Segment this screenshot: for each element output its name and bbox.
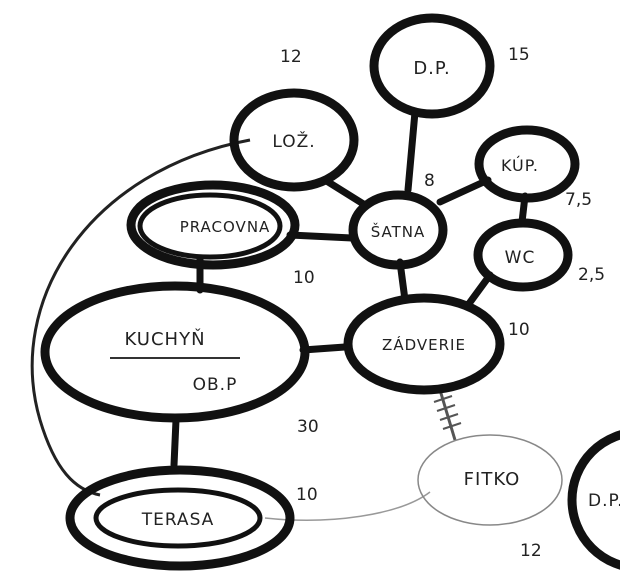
edge-kup-satna (436, 176, 492, 206)
edge-pracovna-satna (286, 231, 356, 242)
room-dp-label: D.P. (413, 58, 450, 79)
room-fitko-label: FITKO (464, 469, 521, 490)
room-zadverie: ZÁDVERIE 10 (343, 293, 530, 395)
edge-wc-zadverie (464, 271, 494, 309)
room-lozn-label: LOŽ. (272, 130, 315, 152)
bottom-right-number: 12 (520, 541, 542, 561)
room-lozn-area: 12 (280, 47, 302, 67)
room-kup-label: KÚP. (501, 156, 539, 175)
room-kuchyn-sublabel: OB.P (193, 375, 238, 395)
edge-kuchyn-terasa (170, 416, 180, 469)
room-satna: ŠATNA 8 (348, 171, 448, 270)
room-wc: WC 2,5 (473, 218, 605, 292)
room-dp-area: 15 (508, 45, 530, 65)
room-satna-label: ŠATNA (371, 222, 426, 241)
room-wc-label: WC (505, 248, 536, 268)
room-dp: D.P. 15 (369, 13, 530, 119)
room-kuchyn: KUCHYŇ OB.P 30 (40, 281, 319, 437)
room-lozn: LOŽ. 12 (229, 47, 359, 192)
edge-lozn-terasa (30, 138, 251, 497)
edge-dp-satna (404, 108, 419, 194)
hatch-marks (433, 395, 462, 430)
room-pracovna-label: PRACOVNA (180, 218, 271, 236)
room-kup: KÚP. 7,5 (474, 125, 592, 210)
edge-kuchyn-zadverie (299, 343, 349, 354)
room-kuchyn-label: KUCHYŇ (124, 328, 205, 350)
room-dp2: D.P. (567, 430, 620, 570)
room-terasa-area: 10 (296, 485, 318, 505)
room-dp2-label: D.P. (588, 491, 620, 511)
room-wc-area: 2,5 (578, 265, 605, 285)
room-terasa-label: TERASA (141, 510, 215, 530)
room-fitko: FITKO (417, 434, 563, 526)
room-pracovna: PRACOVNA 10 (126, 180, 315, 288)
room-pracovna-area: 10 (293, 268, 315, 288)
room-kup-area: 7,5 (565, 190, 592, 210)
room-zadverie-label: ZÁDVERIE (382, 335, 466, 354)
room-terasa: TERASA 10 (65, 465, 318, 571)
room-satna-area: 8 (424, 171, 435, 191)
room-kuchyn-area: 30 (297, 417, 319, 437)
edge-lozn-satna (321, 176, 369, 209)
room-zadverie-area: 10 (508, 320, 530, 340)
